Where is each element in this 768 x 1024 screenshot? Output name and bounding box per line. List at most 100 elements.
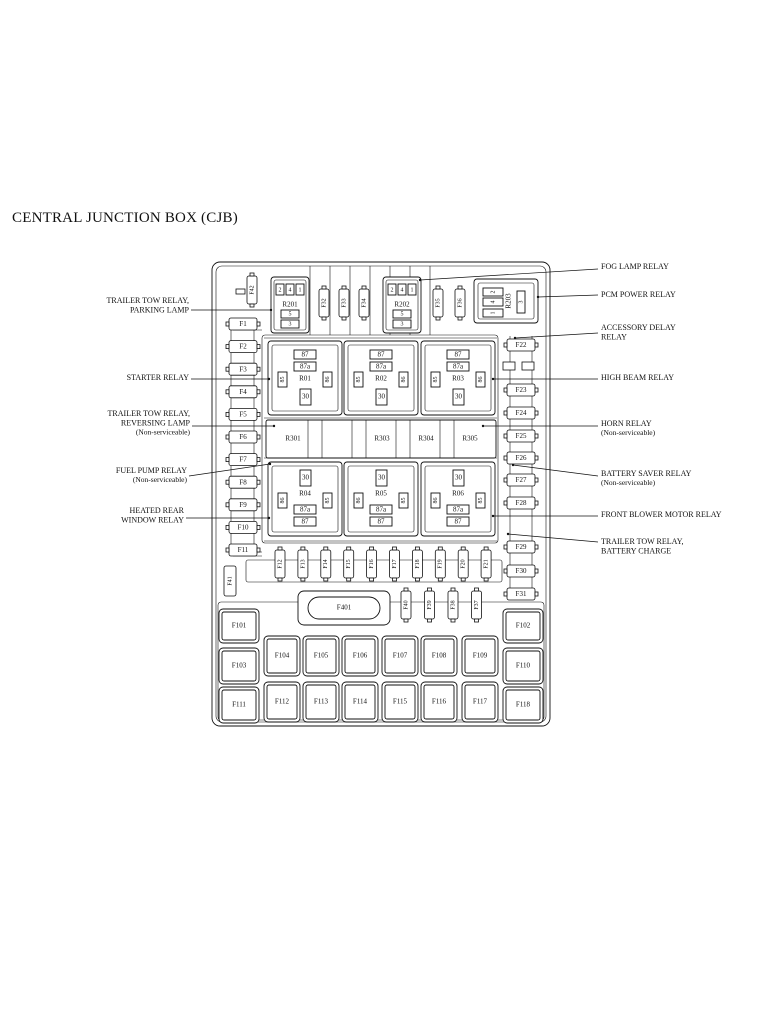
fuse-label: F39 xyxy=(427,600,433,609)
fuse-tab xyxy=(534,591,539,597)
fuse-tab xyxy=(427,587,432,592)
relay-pin xyxy=(430,371,441,388)
fuse-tab xyxy=(341,316,347,321)
leader-tip xyxy=(267,516,271,520)
fuse-tab xyxy=(474,587,479,592)
relay-pin xyxy=(375,388,388,406)
pin-label: 2 xyxy=(490,291,496,294)
fuse-label: F30 xyxy=(516,567,527,575)
fuse-tab xyxy=(503,455,508,461)
fuse-label: F118 xyxy=(516,701,531,709)
fuse-tab xyxy=(256,525,261,530)
relay-pin xyxy=(369,361,393,372)
relay-body xyxy=(347,344,415,412)
relay-r303: R303 xyxy=(374,435,390,443)
fuses: F1F2F3F4F5F6F7F8F9F10F11F22F23F24F25F26F… xyxy=(218,272,544,724)
fuse-tab xyxy=(457,316,463,321)
fuse-label: F3 xyxy=(239,365,247,373)
label-trailer-tow-parking: TRAILER TOW RELAY,PARKING LAMP xyxy=(107,296,190,315)
fuse-tab xyxy=(503,500,508,506)
fuse-label: F8 xyxy=(239,478,247,486)
fuse-label: F106 xyxy=(353,652,368,660)
fuse-f115: F115 xyxy=(381,681,419,723)
pin-label: 87a xyxy=(300,506,311,514)
label-line: (Non-serviceable) xyxy=(601,428,656,437)
fuse-tab xyxy=(225,344,230,350)
fuse-f118: F118 xyxy=(502,686,544,724)
fuse-label: F41 xyxy=(227,576,233,585)
fuse-f110: F110 xyxy=(502,647,544,685)
leader-tip xyxy=(268,462,272,466)
fuse-label: F115 xyxy=(393,698,408,706)
fuse-tab xyxy=(534,455,539,461)
fuse-f19: F19 xyxy=(434,546,446,582)
fuse-tab xyxy=(460,577,466,582)
relay-id: R05 xyxy=(375,490,387,498)
fuse-f107: F107 xyxy=(381,635,419,677)
relay-pin xyxy=(353,371,364,388)
fuse-f3: F3 xyxy=(225,362,261,376)
relay-id: R202 xyxy=(394,301,410,309)
spare-socket xyxy=(502,361,516,371)
label-line: BATTERY CHARGE xyxy=(601,546,671,555)
fuse-tab xyxy=(300,546,306,551)
fuse-label: F35 xyxy=(435,298,441,307)
relay-pin xyxy=(369,504,393,515)
fuse-label: F101 xyxy=(232,622,247,630)
relay-pin xyxy=(369,516,393,527)
leader-tip xyxy=(491,514,495,518)
pin-label: 2 xyxy=(279,287,282,293)
fuse-label: F401 xyxy=(337,604,352,612)
fuse-tab xyxy=(534,433,539,439)
fuse-tab xyxy=(503,410,508,416)
fuse-f2: F2 xyxy=(225,340,261,354)
fuse-tab xyxy=(341,285,347,290)
fuse-f34: F34 xyxy=(358,285,370,321)
fuse-f18: F18 xyxy=(411,546,423,582)
leader-tip xyxy=(511,463,515,467)
fuse-f13: F13 xyxy=(297,546,309,582)
leader-fuel-pump xyxy=(188,463,271,477)
fuse-label: F4 xyxy=(239,388,247,396)
fuse-f102: F102 xyxy=(502,608,544,644)
relay-pin xyxy=(353,492,364,509)
fuse-body xyxy=(221,689,257,721)
fuse-label: F20 xyxy=(461,559,467,568)
relay-pin xyxy=(293,504,317,515)
relay-pin xyxy=(392,309,412,319)
label-line: (Non-serviceable) xyxy=(136,428,191,437)
fuse-f11: F11 xyxy=(225,543,261,557)
fuse-f36: F36 xyxy=(454,285,466,321)
label-trailer-tow-reversing: TRAILER TOW RELAY,REVERSING LAMP(Non-ser… xyxy=(108,409,191,437)
fuse-f35: F35 xyxy=(432,285,444,321)
fuse-label: F105 xyxy=(314,652,329,660)
fuse-label: F26 xyxy=(516,454,527,462)
fuse-tab xyxy=(256,457,261,463)
relay-pin xyxy=(452,388,465,406)
leader-battery-saver xyxy=(512,464,599,477)
fuse-f32: F32 xyxy=(318,285,330,321)
fuse-label: F102 xyxy=(516,622,531,630)
pin-label: 87 xyxy=(455,351,463,359)
label-line: FRONT BLOWER MOTOR RELAY xyxy=(601,510,722,519)
fuse-tab xyxy=(503,544,508,550)
relay-id: R03 xyxy=(452,375,464,383)
label-line: HEATED REAR xyxy=(130,506,185,515)
leader-tip xyxy=(481,424,485,428)
pin-label: 87a xyxy=(300,363,311,371)
fuse-tab xyxy=(483,577,489,582)
fuse-tab xyxy=(321,316,327,321)
relay-pin xyxy=(375,469,388,487)
fuse-tab xyxy=(256,434,261,440)
fuse-label: F112 xyxy=(275,698,290,706)
fuse-tab xyxy=(503,568,508,574)
spare-socket xyxy=(235,288,246,295)
fuse-tab xyxy=(403,587,409,592)
fuse-tab xyxy=(361,285,367,290)
fuse-tab xyxy=(435,285,441,290)
relay-pin xyxy=(280,319,300,329)
fuse-label: F117 xyxy=(473,698,488,706)
relay-body xyxy=(273,279,307,331)
